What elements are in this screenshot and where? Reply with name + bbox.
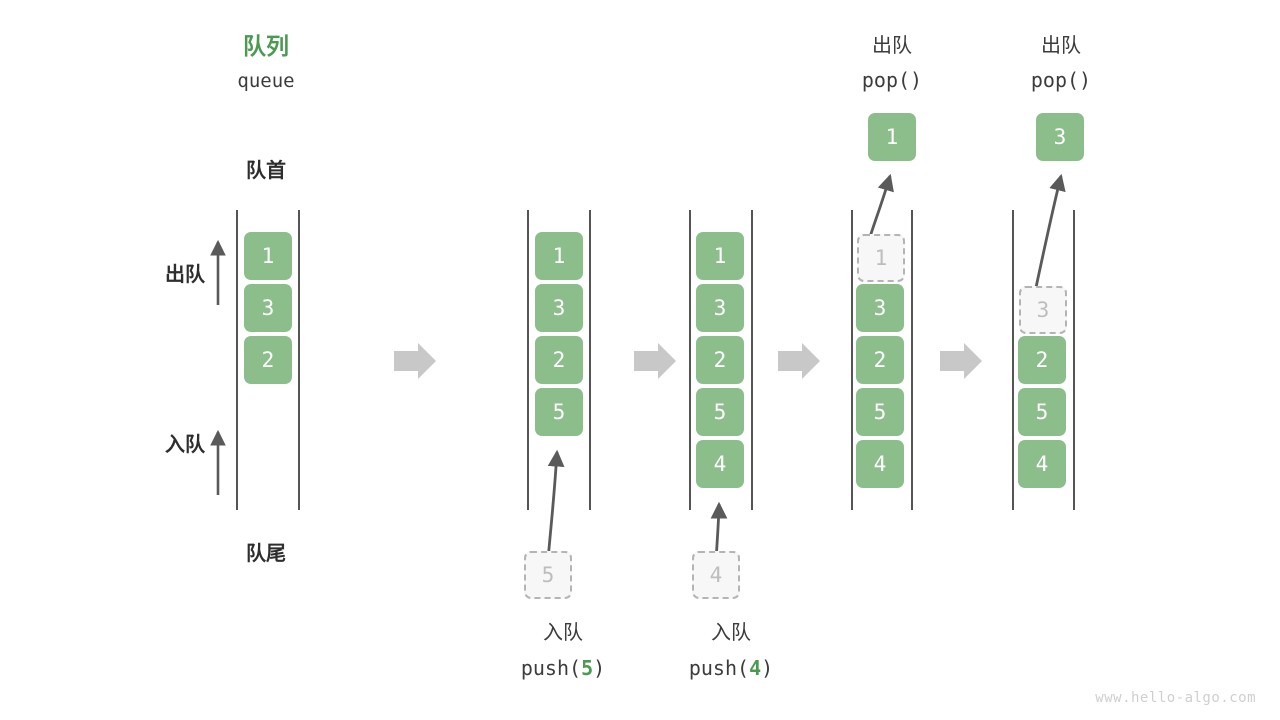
page-title-cn: 队列 [243,33,289,59]
queue-cell: 3 [244,284,292,332]
queue-cell: 2 [244,336,292,384]
rail-right [589,210,591,510]
queue-cell: 1 [857,234,905,282]
queue-cell: 2 [535,336,583,384]
step-arrow-4 [940,343,982,379]
front-label: 队首 [246,160,286,182]
rail-left [527,210,529,510]
pop-3-header-code: pop() [1030,68,1092,92]
queue-cell: 5 [856,388,904,436]
rail-left [236,210,238,510]
push-4-caption-code: push(4) [656,658,806,678]
incoming-ghost-cell: 4 [692,551,740,599]
incoming-ghost-cell: 5 [524,551,572,599]
pop-1-header-cn: 出队 [872,35,912,57]
push-5-paren: ) [593,656,606,680]
push-5-arg: 5 [581,656,594,680]
pop-1-header-code: pop() [861,68,923,92]
queue-cell: 3 [696,284,744,332]
pop-3-arrow [1033,173,1066,293]
queue-cell: 1 [535,232,583,280]
push-4-paren: ) [761,656,774,680]
queue-cell: 1 [244,232,292,280]
queue-cell: 4 [856,440,904,488]
push-5-arrow [546,449,565,561]
push-5-fn: push( [520,656,582,680]
rail-right [1073,210,1075,510]
queue-cell: 3 [1019,286,1067,334]
pop-1-arrow [867,173,894,241]
rail-left [1012,210,1014,510]
queue-cell: 5 [535,388,583,436]
rail-left [689,210,691,510]
rail-right [911,210,913,510]
push-4-fn: push( [688,656,750,680]
queue-cell: 2 [1018,336,1066,384]
queue-cell: 4 [1018,440,1066,488]
page-title-en: queue [237,70,295,92]
enqueue-label: 入队 [165,434,205,456]
watermark: www.hello-algo.com [1095,690,1256,706]
queue-cell: 3 [856,284,904,332]
push-5-caption-code: push(5) [488,658,638,678]
rail-right [298,210,300,510]
rear-label: 队尾 [246,543,286,565]
push-4-caption-cn: 入队 [711,622,751,644]
pop-3-header-cn: 出队 [1041,35,1081,57]
push-4-arg: 4 [749,656,762,680]
queue-cell: 1 [696,232,744,280]
queue-cell: 2 [696,336,744,384]
step-arrow-3 [778,343,820,379]
dequeue-label: 出队 [165,264,205,286]
popped-cell: 3 [1036,113,1084,161]
queue-cell: 5 [1018,388,1066,436]
step-arrow-1 [394,343,436,379]
popped-cell: 1 [868,113,916,161]
push-5-caption-cn: 入队 [543,622,583,644]
queue-cell: 4 [696,440,744,488]
queue-cell: 5 [696,388,744,436]
step-arrow-2 [634,343,676,379]
queue-cell: 2 [856,336,904,384]
rail-left [851,210,853,510]
queue-cell: 3 [535,284,583,332]
rail-right [751,210,753,510]
